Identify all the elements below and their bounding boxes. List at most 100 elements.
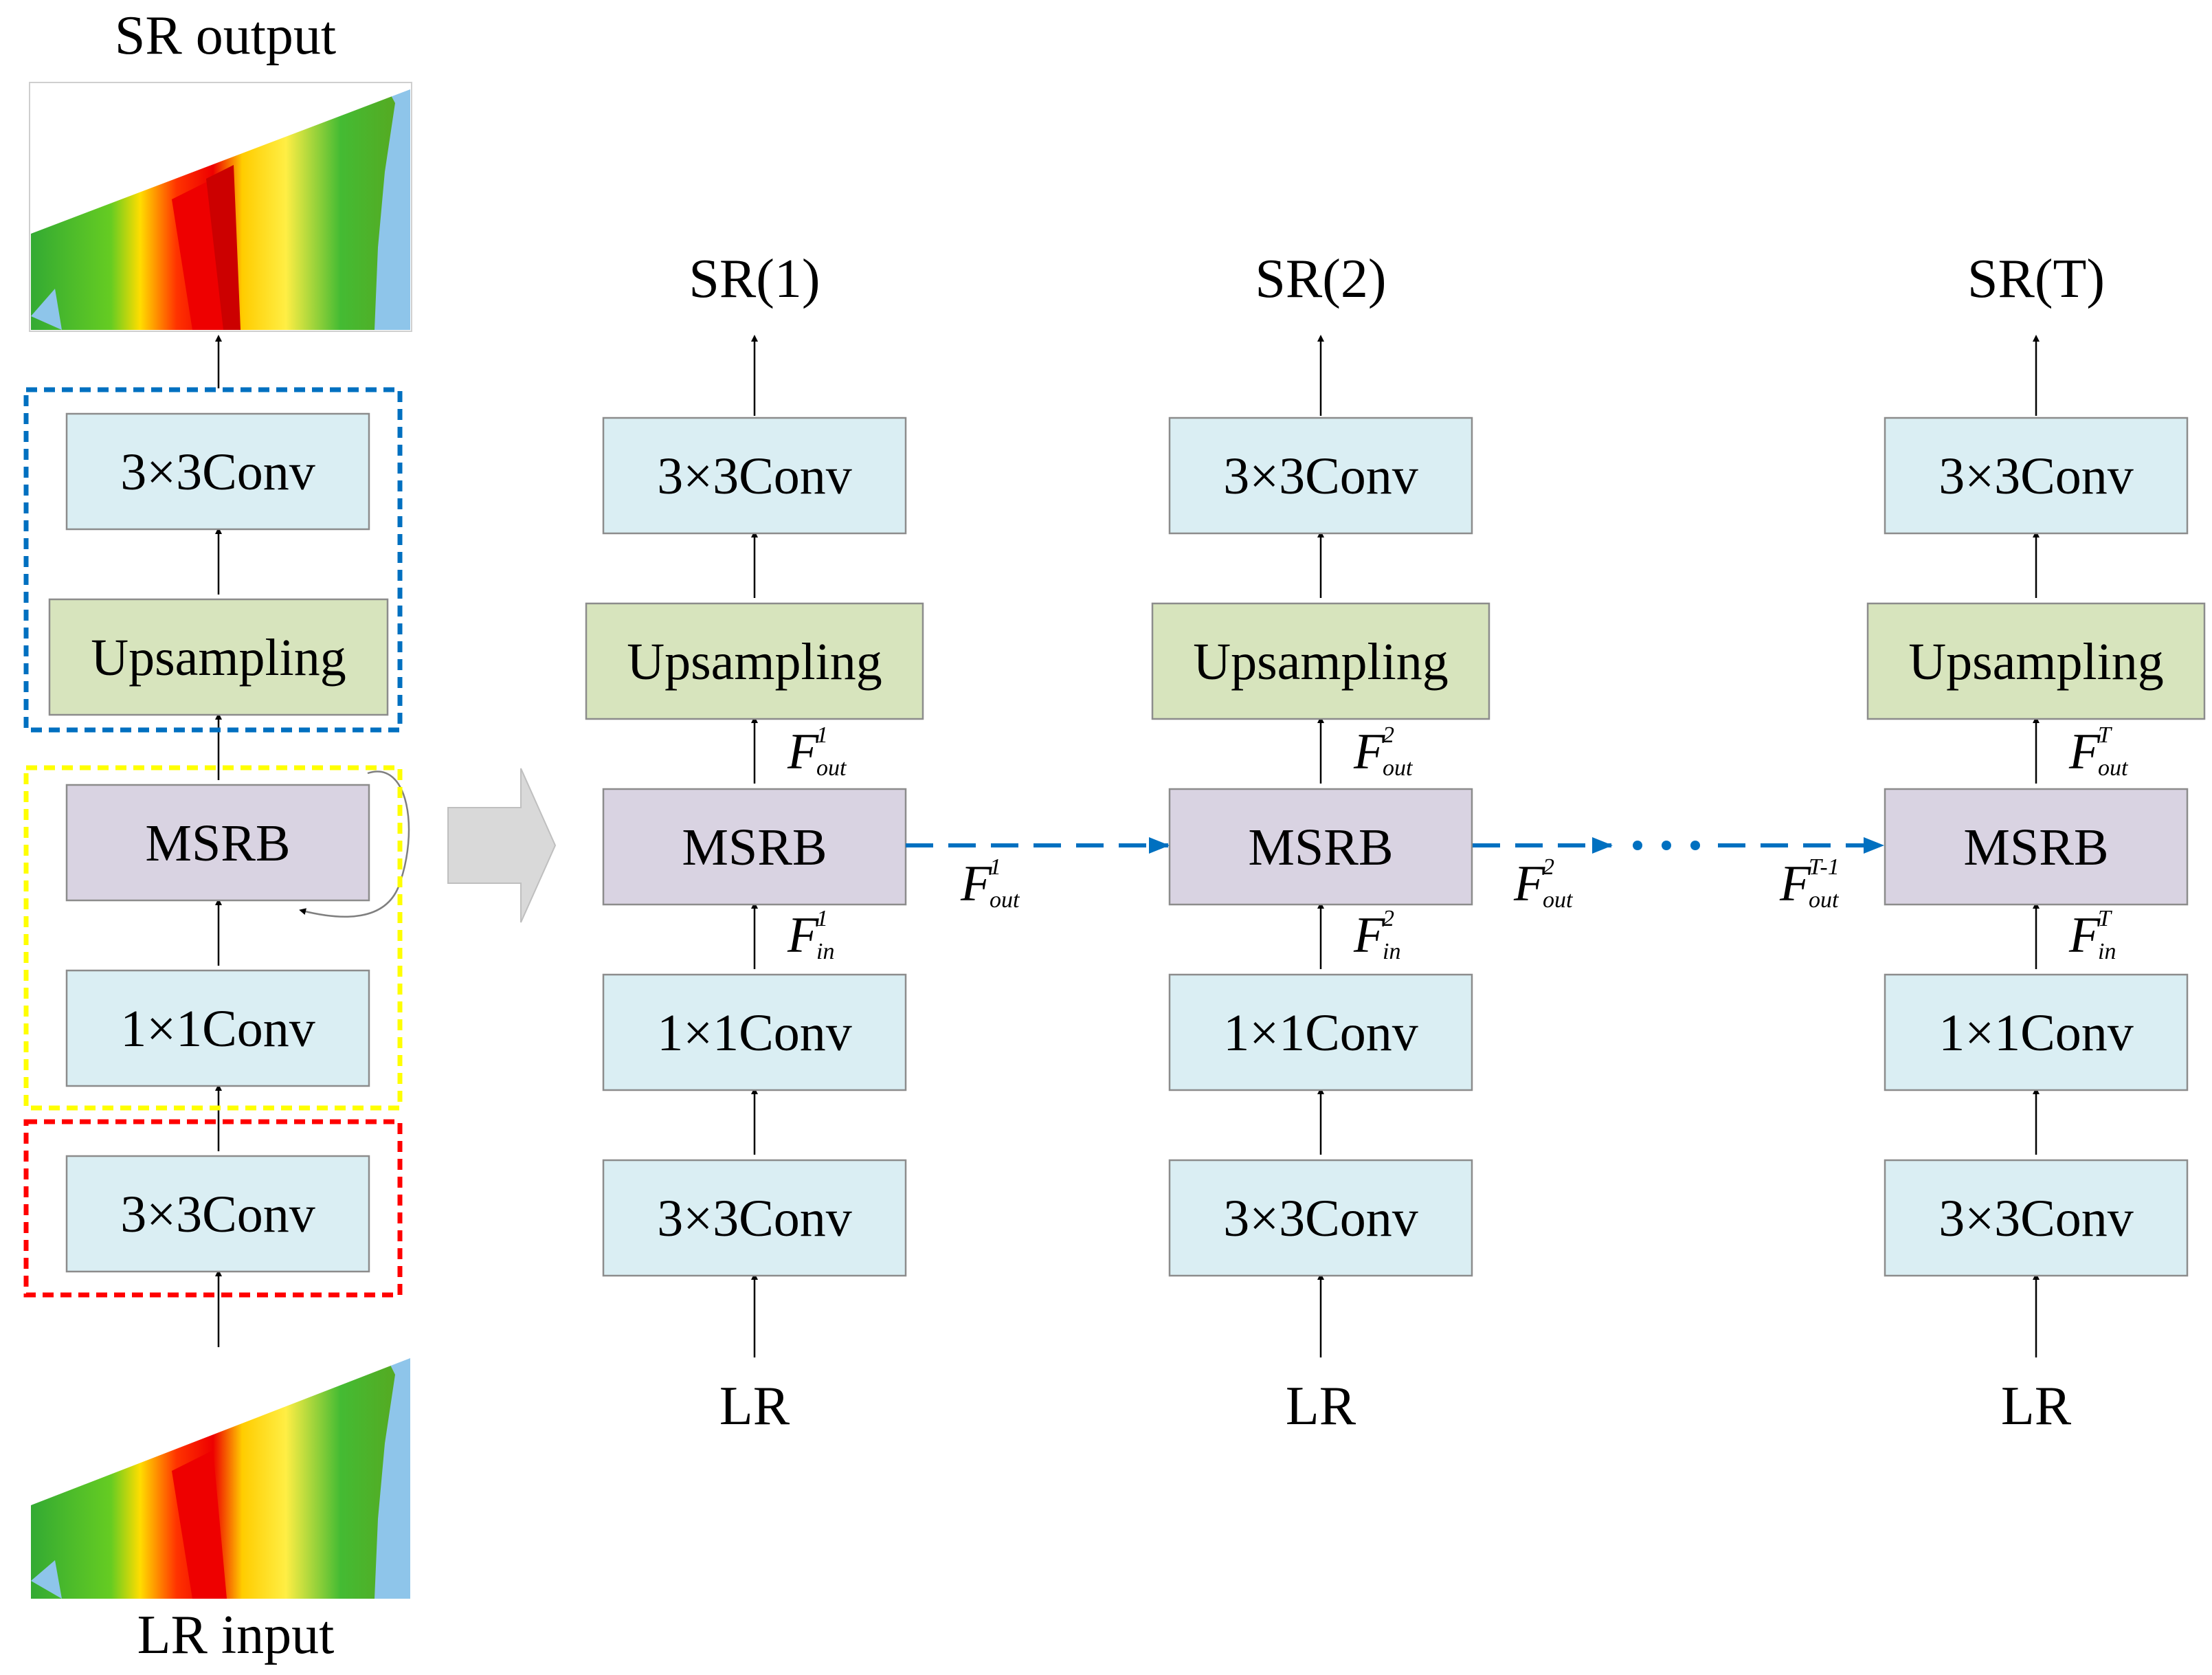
shallow-feature-frame xyxy=(23,1119,403,1298)
column-upsampling-block: Upsampling xyxy=(585,602,924,720)
column-bottom-conv-label: 3×3Conv xyxy=(1223,1190,1418,1247)
link-1-label-sub: out xyxy=(990,887,1020,913)
column-f-out-label: F1 out xyxy=(787,722,847,781)
column-bottom-conv-label: 3×3Conv xyxy=(1939,1190,2134,1247)
column-top-conv-label: 3×3Conv xyxy=(657,447,852,505)
column-output-label: SR(2) xyxy=(1255,249,1386,309)
column-conv1x1-label: 1×1Conv xyxy=(1939,1004,2134,1062)
sr-output-image xyxy=(29,82,412,332)
link-1-label-base: F xyxy=(960,856,992,912)
column-msrb-block: MSRB xyxy=(602,788,907,906)
column-f-in-label-sub: in xyxy=(1383,939,1400,964)
column-bottom-conv-block: 3×3Conv xyxy=(602,1159,907,1277)
column-1: SR(1)3×3ConvUpsamplingMSRB1×1Conv3×3Conv… xyxy=(585,249,924,1436)
left-conv1x1-block: 1×1Conv xyxy=(65,969,370,1087)
column-f-out-label-base: F xyxy=(787,724,819,780)
column-f-in-label-base: F xyxy=(1353,907,1385,964)
column-f-in-label-sup: T xyxy=(2098,906,2112,931)
left-upsampling-label: Upsampling xyxy=(91,629,346,687)
column-upsampling-label: Upsampling xyxy=(1193,633,1449,691)
link-2-label-sub: out xyxy=(1543,887,1574,913)
link-2-label-base: F xyxy=(1513,856,1545,912)
column-bottom-conv-block: 3×3Conv xyxy=(1168,1159,1473,1277)
column-conv1x1-block: 1×1Conv xyxy=(602,973,907,1091)
unfolded-columns: SR(1)3×3ConvUpsamplingMSRB1×1Conv3×3Conv… xyxy=(585,249,2206,1436)
left-bottom-conv-block: 3×3Conv xyxy=(65,1155,370,1273)
column-f-out-label-sub: out xyxy=(816,755,847,781)
link-2-label: F2 out xyxy=(1513,854,1574,913)
link-3-label-sup: T-1 xyxy=(1809,854,1840,880)
left-conv1x1-label: 1×1Conv xyxy=(120,1000,315,1058)
sr-output-label: SR output xyxy=(115,5,336,66)
column-top-conv-block: 3×3Conv xyxy=(602,417,907,535)
link-2-label-sup: 2 xyxy=(1543,854,1554,880)
recurrent-links xyxy=(906,837,1884,854)
column-f-out-label-base: F xyxy=(1353,724,1385,780)
column-upsampling-block: Upsampling xyxy=(1866,602,2206,720)
column-top-conv-label: 3×3Conv xyxy=(1223,447,1418,505)
column-input-label: LR xyxy=(2001,1376,2072,1436)
left-top-conv-label: 3×3Conv xyxy=(120,443,315,501)
column-f-out-label-sup: 1 xyxy=(816,722,828,748)
reconstruction-frame xyxy=(23,387,403,733)
link-3-label-base: F xyxy=(1779,856,1811,912)
column-f-out-label-sup: 2 xyxy=(1383,722,1394,748)
column-f-in-label-sup: 2 xyxy=(1383,906,1394,931)
column-msrb-label: MSRB xyxy=(1248,819,1393,876)
column-output-label: SR(T) xyxy=(1967,249,2105,309)
left-panel: SR output 3×3Conv Up xyxy=(23,5,412,1665)
column-upsampling-block: Upsampling xyxy=(1151,602,1490,720)
column-conv1x1-block: 1×1Conv xyxy=(1884,973,2189,1091)
link-3-label-sub: out xyxy=(1809,887,1840,913)
lr-input-label: LR input xyxy=(137,1605,335,1665)
link-3-label: FT-1 out xyxy=(1779,854,1840,913)
column-f-out-label-sub: out xyxy=(1383,755,1414,781)
left-bottom-conv-label: 3×3Conv xyxy=(120,1186,315,1243)
link-1-label: F1 out xyxy=(960,854,1020,913)
column-2: SR(2)3×3ConvUpsamplingMSRB1×1Conv3×3Conv… xyxy=(1151,249,1490,1436)
column-f-in-label-sub: in xyxy=(2098,939,2116,964)
column-msrb-block: MSRB xyxy=(1168,788,1473,906)
column-conv1x1-label: 1×1Conv xyxy=(657,1004,852,1062)
column-input-label: LR xyxy=(719,1376,790,1436)
column-upsampling-label: Upsampling xyxy=(1908,633,2164,691)
column-conv1x1-block: 1×1Conv xyxy=(1168,973,1473,1091)
column-f-in-label-base: F xyxy=(787,907,819,964)
left-msrb-block: MSRB xyxy=(65,784,370,902)
column-top-conv-label: 3×3Conv xyxy=(1939,447,2134,505)
column-input-label: LR xyxy=(1286,1376,1356,1436)
column-bottom-conv-block: 3×3Conv xyxy=(1884,1159,2189,1277)
column-msrb-block: MSRB xyxy=(1884,788,2189,906)
column-f-out-label: F2 out xyxy=(1353,722,1414,781)
left-top-conv-block: 3×3Conv xyxy=(65,412,370,531)
link-1-label-sup: 1 xyxy=(990,854,1001,880)
column-conv1x1-label: 1×1Conv xyxy=(1223,1004,1418,1062)
left-msrb-label: MSRB xyxy=(145,814,290,872)
column-f-out-label-base: F xyxy=(2068,724,2101,780)
ellipsis-dot-2 xyxy=(1662,841,1671,850)
column-top-conv-block: 3×3Conv xyxy=(1168,417,1473,535)
ellipsis-dot-1 xyxy=(1633,841,1642,850)
column-f-out-label-sup: T xyxy=(2098,722,2112,748)
column-f-in-label: F1 in xyxy=(787,906,834,964)
column-output-label: SR(1) xyxy=(689,249,820,309)
column-upsampling-label: Upsampling xyxy=(627,633,882,691)
column-msrb-label: MSRB xyxy=(1963,819,2108,876)
column-f-in-label-sup: 1 xyxy=(816,906,828,931)
column-f-in-label: F2 in xyxy=(1353,906,1400,964)
column-msrb-label: MSRB xyxy=(682,819,827,876)
feature-extraction-frame xyxy=(23,765,403,1111)
column-top-conv-block: 3×3Conv xyxy=(1884,417,2189,535)
column-f-in-label-sub: in xyxy=(816,939,834,964)
column-bottom-conv-label: 3×3Conv xyxy=(657,1190,852,1247)
ellipsis-dot-3 xyxy=(1690,841,1700,850)
lr-input-image xyxy=(31,1353,410,1599)
left-upsampling-block: Upsampling xyxy=(48,598,389,716)
column-f-in-label-base: F xyxy=(2068,907,2101,964)
column-3: SR(T)3×3ConvUpsamplingMSRB1×1Conv3×3Conv… xyxy=(1866,249,2206,1436)
column-f-out-label-sub: out xyxy=(2098,755,2129,781)
